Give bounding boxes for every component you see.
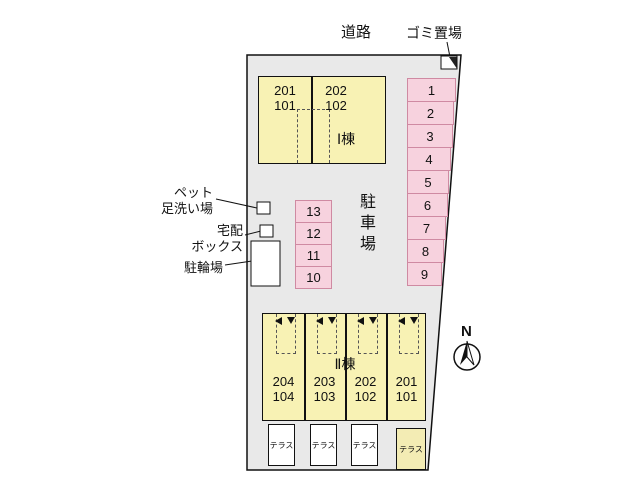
entrance-marker-icon <box>357 317 364 325</box>
terrace-box: テラス <box>351 424 378 466</box>
building-2-entrance-dashed <box>399 314 419 354</box>
terrace-label: テラス <box>399 444 423 454</box>
bicycle-leader-line <box>224 260 253 266</box>
pet-wash-label-line2: 足洗い場 <box>160 201 213 216</box>
stall-number: 10 <box>306 270 321 285</box>
unit-number-upper: 204 <box>272 374 295 389</box>
building-2-entrance-dashed <box>276 314 296 354</box>
parking-stall: 11 <box>295 244 332 267</box>
parking-stall: 13 <box>295 200 332 223</box>
stall-number: 4 <box>425 151 433 167</box>
compass-needle-white-icon <box>466 340 475 366</box>
terrace-box: テラス <box>310 424 337 466</box>
parking-stall: 9 <box>407 262 442 286</box>
stall-number: 11 <box>306 248 321 263</box>
parking-stall: 10 <box>295 266 332 289</box>
parking-stall: 6 <box>407 193 448 217</box>
unit-number-lower: 102 <box>325 98 347 113</box>
pet-wash-station <box>256 201 271 215</box>
delivery-box-label-line2: ボックス <box>191 239 243 254</box>
unit-number-upper: 201 <box>395 374 418 389</box>
entrance-marker-icon <box>316 317 323 325</box>
building-2-entrance-dashed <box>317 314 337 354</box>
building-1-entrance-dashed <box>297 109 330 163</box>
stall-number: 7 <box>422 220 431 236</box>
building-1-divider <box>311 77 313 163</box>
delivery-box-label-line1: 宅配 <box>216 223 243 238</box>
stall-number: 1 <box>427 82 436 98</box>
stall-number: 8 <box>421 243 430 259</box>
stall-number: 13 <box>306 204 321 219</box>
entrance-marker-icon <box>287 317 295 324</box>
stall-number: 5 <box>424 174 432 190</box>
stall-number: 9 <box>420 266 429 282</box>
building-1: 201 101 202 102 Ⅰ棟 <box>258 76 386 164</box>
building-2-divider <box>304 314 306 420</box>
building-2-divider <box>345 314 347 420</box>
terrace-box: テラス <box>268 424 295 466</box>
pet-wash-label-line1: ペット <box>173 185 213 200</box>
entrance-marker-icon <box>369 317 377 324</box>
building-2-divider <box>386 314 388 420</box>
parking-stall: 7 <box>407 216 446 240</box>
unit-number-lower: 103 <box>313 389 336 404</box>
unit-number-lower: 102 <box>354 389 377 404</box>
bicycle-parking-label: 駐輪場 <box>183 260 223 275</box>
parking-stall: 5 <box>407 170 449 194</box>
stall-number: 12 <box>306 226 321 241</box>
building-1-unit-2: 202 102 <box>311 83 361 113</box>
compass-north-label: N <box>461 323 472 340</box>
parking-area-label: 駐車場 <box>357 193 374 256</box>
parking-stall: 1 <box>407 78 456 102</box>
entrance-marker-icon <box>275 317 282 325</box>
terrace-box: テラス <box>396 428 426 470</box>
bicycle-parking-area <box>250 240 281 287</box>
road-label: 道路 <box>341 24 372 41</box>
building-1-unit-1: 201 101 <box>259 83 311 113</box>
garbage-label: ゴミ置場 <box>406 25 462 41</box>
parking-stall: 3 <box>407 124 453 148</box>
stall-number: 2 <box>426 105 435 121</box>
unit-number-upper: 202 <box>354 374 377 389</box>
stall-number: 6 <box>423 197 432 213</box>
entrance-marker-icon <box>410 317 418 324</box>
terrace-label: テラス <box>269 440 294 450</box>
building-1-label: Ⅰ棟 <box>337 131 356 147</box>
delivery-box-leader-line <box>244 230 262 236</box>
unit-number-lower: 104 <box>272 389 295 404</box>
garbage-bin-mark-icon <box>449 57 457 68</box>
unit-number-upper: 202 <box>325 83 347 98</box>
parking-stall: 4 <box>407 147 451 171</box>
building-2-unit-4: 201 101 <box>386 374 427 404</box>
stall-number: 3 <box>426 128 434 144</box>
building-2-unit-1: 204 104 <box>263 374 304 404</box>
entrance-marker-icon <box>328 317 336 324</box>
terrace-label: テラス <box>352 440 377 450</box>
unit-number-upper: 201 <box>274 83 296 98</box>
terrace-label: テラス <box>311 440 336 450</box>
building-2-unit-3: 202 102 <box>345 374 386 404</box>
unit-number-upper: 203 <box>313 374 336 389</box>
garbage-leader-line <box>446 41 451 58</box>
compass-needle-icon <box>460 341 467 365</box>
unit-number-lower: 101 <box>395 389 418 404</box>
building-2-entrance-dashed <box>358 314 378 354</box>
building-2-unit-2: 203 103 <box>304 374 345 404</box>
building-2-label: Ⅱ棟 <box>334 356 356 372</box>
parking-stall: 12 <box>295 222 332 245</box>
parking-stall: 2 <box>407 101 454 125</box>
unit-number-lower: 101 <box>274 98 296 113</box>
building-2: Ⅱ棟 204 104 203 103 202 102 201 101 <box>262 313 426 421</box>
entrance-marker-icon <box>398 317 405 325</box>
delivery-box <box>259 224 274 238</box>
parking-stall: 8 <box>407 239 444 263</box>
pet-wash-leader-line <box>215 198 258 209</box>
